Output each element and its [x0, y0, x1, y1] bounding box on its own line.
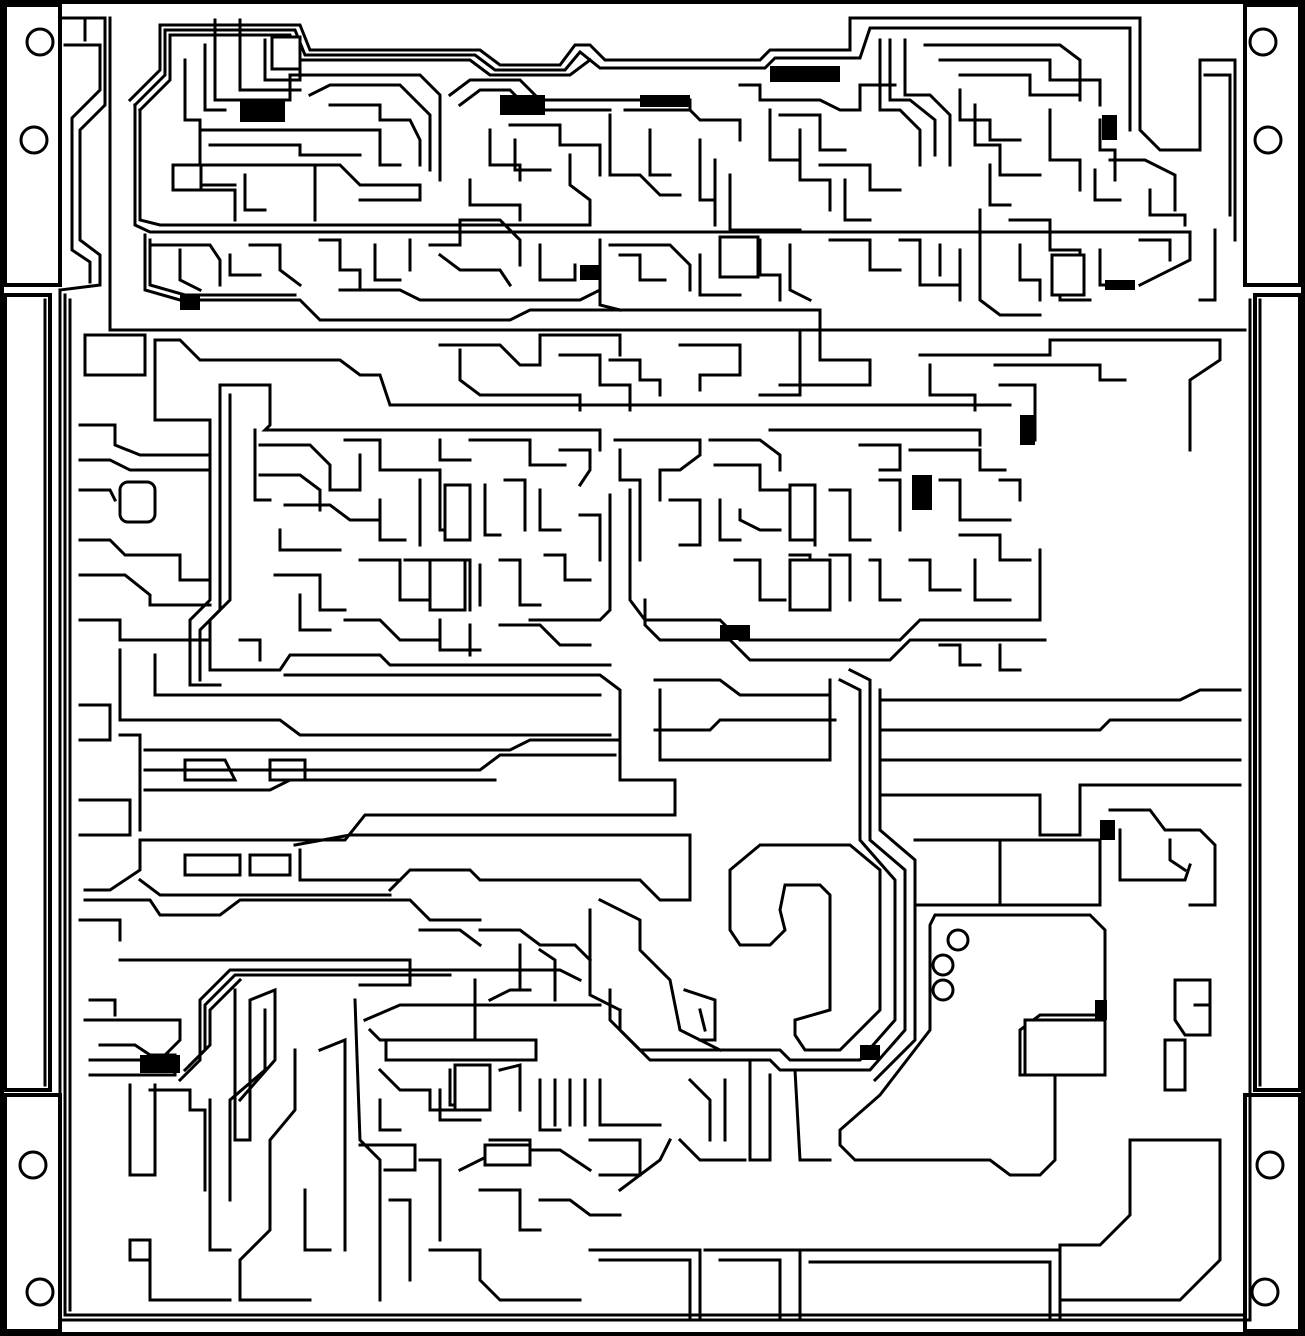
center-power-block	[137, 667, 1242, 1083]
copper-fill	[1102, 115, 1117, 140]
via-icon	[946, 928, 970, 952]
bottom-right-mounting-tab	[1243, 1093, 1302, 1333]
top-right-mounting-tab	[1243, 3, 1302, 287]
copper-fill	[1095, 1000, 1107, 1020]
copper-fill	[912, 475, 932, 510]
right-amp-block	[613, 415, 1047, 672]
component-pad	[118, 480, 157, 524]
top-left-mounting-tab	[3, 3, 62, 287]
top-signal-bus	[108, 16, 1247, 362]
mounting-hole-icon	[1248, 27, 1278, 57]
copper-fill	[180, 295, 200, 310]
copper-fill	[500, 95, 545, 115]
copper-fill	[580, 265, 600, 280]
component-pad	[1023, 1018, 1107, 1077]
left-column	[78, 423, 677, 1077]
copper-fill	[720, 625, 750, 640]
bottom-routing	[128, 897, 832, 1302]
mounting-hole-icon	[1253, 125, 1283, 155]
component-pad	[443, 483, 472, 542]
copper-fill	[1100, 820, 1115, 840]
component-pad	[428, 558, 467, 612]
copper-fill	[1105, 280, 1135, 290]
component-pad	[483, 1143, 532, 1167]
copper-fill	[860, 1045, 880, 1060]
mounting-hole-icon	[18, 1150, 48, 1180]
copper-fill	[770, 66, 840, 82]
copper-fill	[1020, 415, 1035, 445]
component-pad	[171, 163, 203, 192]
left-edge-rail	[3, 293, 52, 1092]
ground-plane-region	[588, 913, 1222, 1322]
via-icon	[931, 953, 955, 977]
copper-fill	[140, 1055, 180, 1073]
component-pad	[270, 35, 302, 71]
mounting-hole-icon	[19, 125, 49, 155]
mounting-hole-icon	[25, 1277, 55, 1307]
mounting-hole-icon	[1250, 1277, 1280, 1307]
component-pad	[384, 1038, 538, 1062]
mounting-holes	[18, 27, 1285, 1307]
mounting-hole-icon	[25, 27, 55, 57]
component-pad	[788, 483, 817, 542]
component-pad	[788, 558, 832, 612]
right-edge-rail	[1253, 293, 1302, 1092]
component-pad	[453, 1063, 492, 1112]
left-amp-block	[198, 383, 612, 682]
copper-fills-top	[180, 66, 1135, 310]
component-pad	[1050, 253, 1086, 297]
perimeter-traces	[58, 16, 1252, 1322]
mounting-hole-icon	[1255, 1150, 1285, 1180]
component-pad	[718, 235, 760, 279]
via-icon	[931, 978, 955, 1002]
copper-fill	[640, 95, 690, 107]
copper-fill	[240, 100, 285, 122]
